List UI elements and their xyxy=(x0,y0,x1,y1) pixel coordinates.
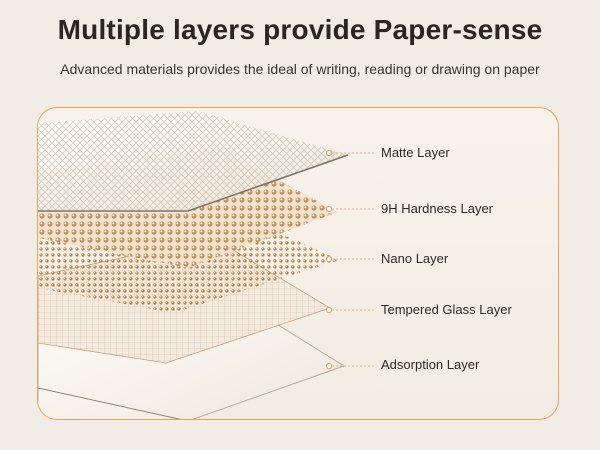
layers-illustration xyxy=(38,111,374,419)
layer-label-nano: Nano Layer xyxy=(381,251,449,266)
leader-tempered-glass xyxy=(325,306,374,314)
layers-panel: Matte Layer 9H Hardness Layer Nano Layer… xyxy=(37,107,559,420)
leader-matte xyxy=(325,149,374,157)
page-title: Multiple layers provide Paper-sense xyxy=(57,14,543,45)
page-subtitle: Advanced materials provides the ideal of… xyxy=(60,61,540,77)
layer-label-tempered-glass: Tempered Glass Layer xyxy=(381,302,512,317)
layer-label-adsorption: Adsorption Layer xyxy=(381,357,480,372)
layer-label-hardness: 9H Hardness Layer xyxy=(381,201,493,216)
layer-label-matte: Matte Layer xyxy=(381,145,450,160)
leader-adsorption xyxy=(325,362,374,370)
leader-nano xyxy=(325,255,374,263)
leader-hardness xyxy=(325,205,374,213)
